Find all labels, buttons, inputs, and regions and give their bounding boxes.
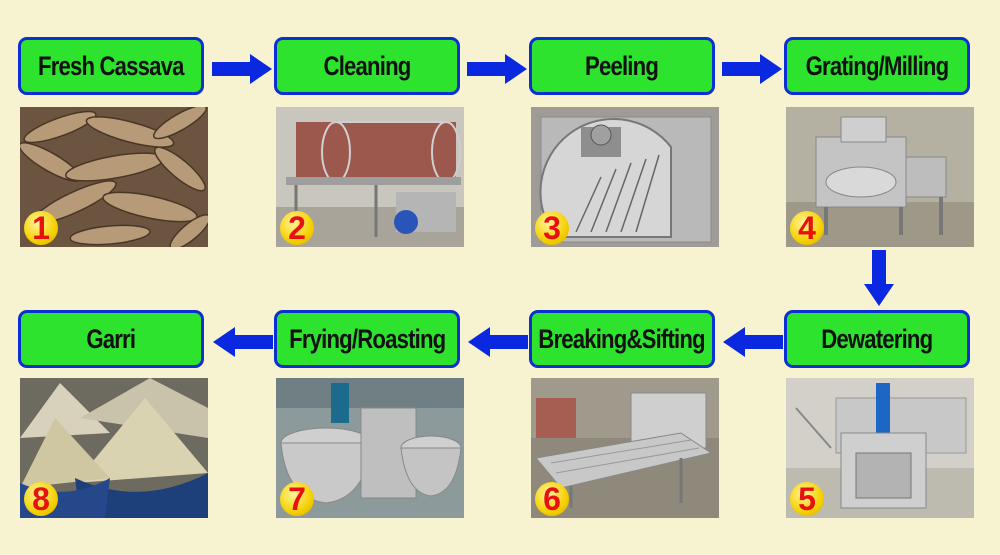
step-box-cleaning: Cleaning <box>274 37 460 95</box>
photo-sifting-machine: 6 <box>531 378 719 518</box>
photo-cleaning-machine: 2 <box>276 107 464 247</box>
step-label: Frying/Roasting <box>288 323 446 354</box>
step-label: Cleaning <box>323 50 412 81</box>
photo-dewatering-press: 5 <box>786 378 974 518</box>
step-number-badge: 1 <box>24 211 58 245</box>
step-label: Grating/Milling <box>805 50 949 81</box>
step-number-badge: 6 <box>535 482 569 516</box>
step-box-peeling: Peeling <box>529 37 715 95</box>
photo-fresh-cassava: 1 <box>20 107 208 247</box>
step-box-grating-milling: Grating/Milling <box>784 37 970 95</box>
arrow-right-icon <box>212 54 272 84</box>
step-number-badge: 5 <box>790 482 824 516</box>
step-number-badge: 7 <box>280 482 314 516</box>
step-box-garri: Garri <box>18 310 204 368</box>
photo-peeling-machine: 3 <box>531 107 719 247</box>
step-number-badge: 2 <box>280 211 314 245</box>
photo-garri: 8 <box>20 378 208 518</box>
step-box-breaking-sifting: Breaking&Sifting <box>529 310 715 368</box>
step-number-badge: 4 <box>790 211 824 245</box>
arrow-right-icon <box>722 54 782 84</box>
step-box-frying-roasting: Frying/Roasting <box>274 310 460 368</box>
arrow-down-icon <box>864 250 894 306</box>
step-label: Breaking&Sifting <box>538 323 706 354</box>
step-number-badge: 8 <box>24 482 58 516</box>
arrow-left-icon <box>213 327 273 357</box>
step-label: Dewatering <box>821 323 933 354</box>
step-label: Peeling <box>585 50 659 81</box>
step-box-dewatering: Dewatering <box>784 310 970 368</box>
photo-frying-machine: 7 <box>276 378 464 518</box>
arrow-left-icon <box>468 327 528 357</box>
photo-grating-machine: 4 <box>786 107 974 247</box>
step-box-fresh-cassava: Fresh Cassava <box>18 37 204 95</box>
step-label: Fresh Cassava <box>38 50 184 81</box>
step-number-badge: 3 <box>535 211 569 245</box>
arrow-left-icon <box>723 327 783 357</box>
arrow-right-icon <box>467 54 527 84</box>
step-label: Garri <box>86 323 137 354</box>
